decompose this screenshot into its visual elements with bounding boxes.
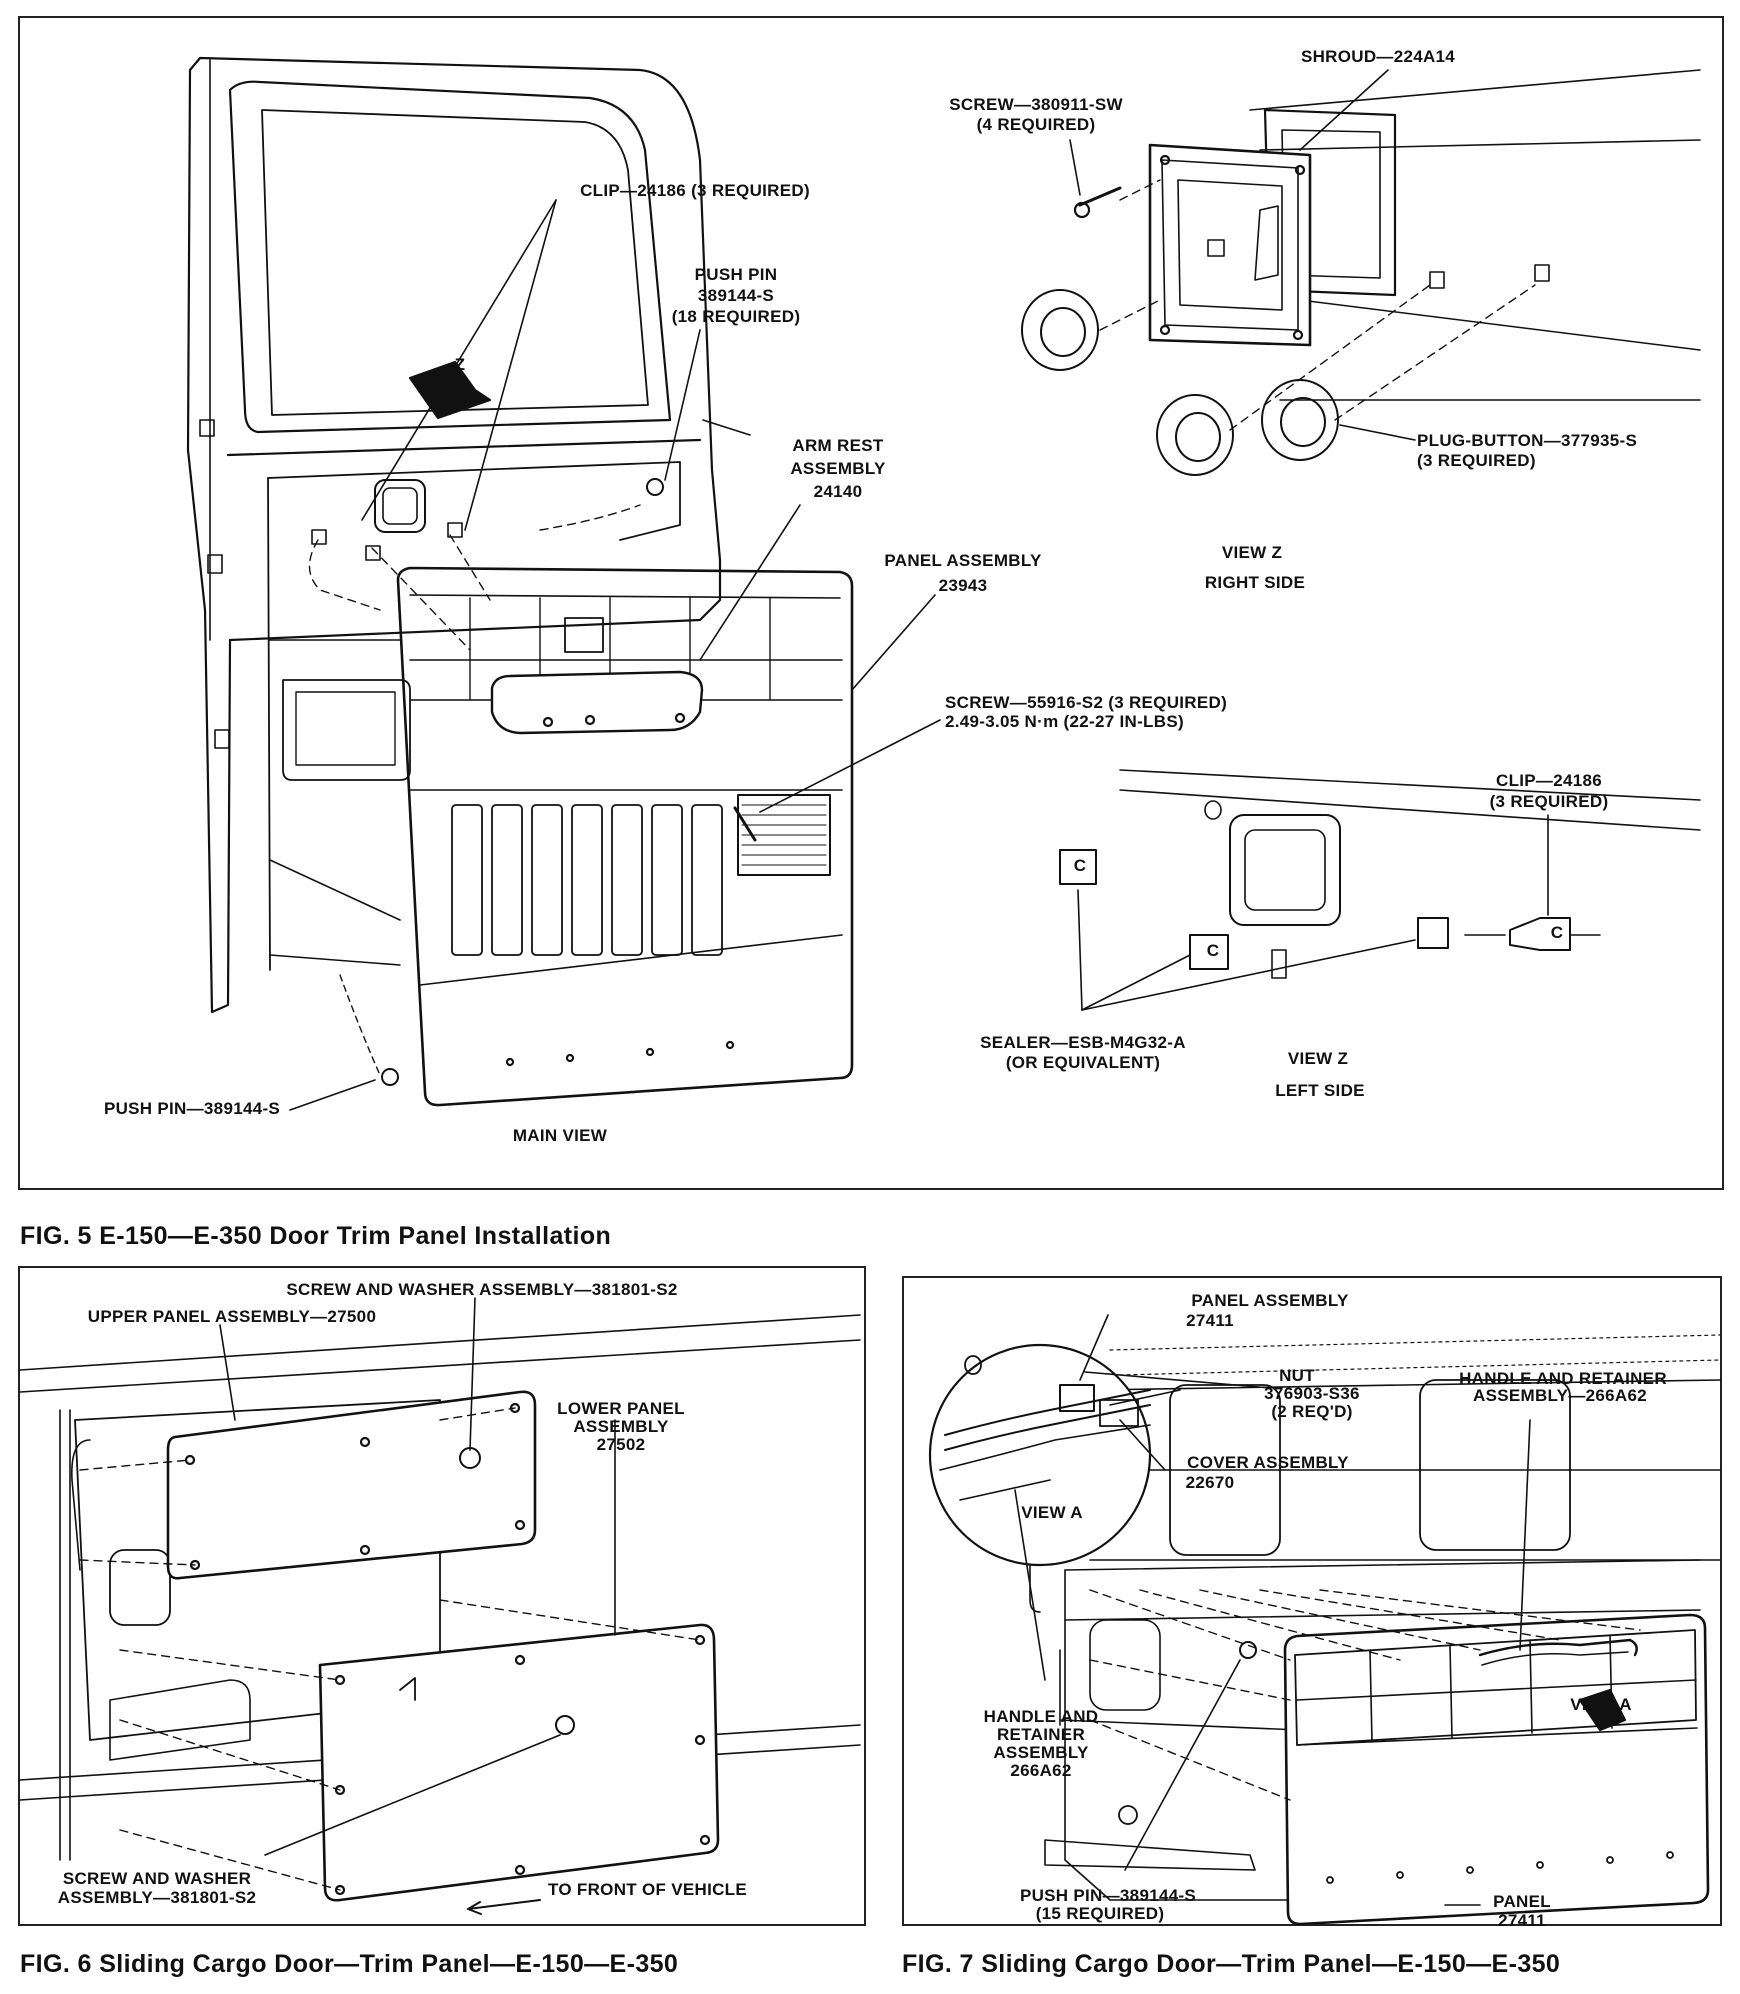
- screw-top-label: SCREW AND WASHER ASSEMBLY—381801-S2: [286, 1280, 678, 1299]
- view-z-arrow: [410, 362, 490, 418]
- clip-left-label-2: (3 REQUIRED): [1489, 792, 1609, 811]
- arm-rest: [492, 672, 702, 733]
- clip-left-label-1: CLIP—24186: [1496, 771, 1602, 790]
- upper-panel: [168, 1392, 535, 1578]
- screw-380911-label-2: (4 REQUIRED): [976, 115, 1096, 134]
- main-view-title: MAIN VIEW: [512, 1126, 608, 1145]
- to-front-arrow: [468, 1900, 540, 1914]
- push-pin-upper-label-2: 389144-S: [697, 286, 775, 305]
- screw-bottom-label-2: ASSEMBLY—381801-S2: [57, 1888, 257, 1907]
- handle-top-label-1: HANDLE AND RETAINER: [1459, 1369, 1667, 1388]
- clip-label: CLIP—24186 (3 REQUIRED): [580, 181, 810, 200]
- door-window-inner: [262, 110, 648, 415]
- cover-label-1: COVER ASSEMBLY: [1187, 1453, 1349, 1472]
- view-z-left-title-1: VIEW Z: [1287, 1049, 1349, 1068]
- door-shell: [188, 58, 720, 1012]
- lower-panel-label-1: LOWER PANEL: [557, 1399, 685, 1418]
- arm-rest-label-3: 24140: [813, 482, 863, 501]
- panel-ribs: [452, 805, 722, 955]
- view-a-detail-circle: [930, 1345, 1150, 1565]
- fig7-panel-assembly-label-1: PANEL ASSEMBLY: [1191, 1291, 1349, 1310]
- lower-panel-label-2: ASSEMBLY: [573, 1417, 669, 1436]
- view-z-arrow-label: Z: [454, 355, 466, 374]
- fig6-caption: FIG. 6 Sliding Cargo Door—Trim Panel—E-1…: [20, 1950, 679, 1978]
- clip-24186: [1510, 918, 1570, 950]
- door-small-opening: [375, 480, 425, 532]
- left-side-opening: [1230, 815, 1340, 925]
- lower-panel-label-3: 27502: [596, 1435, 646, 1454]
- panel-assembly-label-2: 23943: [938, 576, 988, 595]
- sealer-label-2: (OR EQUIVALENT): [1005, 1053, 1161, 1072]
- screw-label-2: 2.49-3.05 N·m (22-27 IN-LBS): [945, 712, 1184, 731]
- upper-panel-label: UPPER PANEL ASSEMBLY—27500: [87, 1307, 377, 1326]
- arm-rest-label-2: ASSEMBLY: [790, 459, 886, 478]
- plug-button-label-2: (3 REQUIRED): [1417, 451, 1536, 470]
- view-z-right-title-2: RIGHT SIDE: [1204, 573, 1306, 592]
- view-z-right-title-1: VIEW Z: [1221, 543, 1283, 562]
- fig7-panel-assembly-label-2: 27411: [1186, 1311, 1234, 1330]
- handle-left-label-4: 266A62: [1010, 1761, 1072, 1780]
- fig7-handle: [1480, 1640, 1637, 1655]
- view-a-arrow: [1580, 1690, 1625, 1730]
- plug-button-label-1: PLUG-BUTTON—377935-S: [1417, 431, 1638, 450]
- push-pin-lower-label: PUSH PIN—389144-S: [103, 1099, 281, 1118]
- handle-top-label-2: ASSEMBLY—266A62: [1473, 1386, 1647, 1405]
- fig7-panel-label-2: 27411: [1498, 1911, 1546, 1930]
- push-pin-upper-label-1: PUSH PIN: [694, 265, 778, 284]
- handle-left-label-1: HANDLE AND: [983, 1707, 1099, 1726]
- nut-label-1: NUT: [1279, 1366, 1315, 1385]
- fig5-frame: [18, 16, 1724, 1190]
- handle-left-label-3: ASSEMBLY: [993, 1743, 1089, 1762]
- clip-letter-1: C: [1073, 856, 1087, 875]
- nut-label-3: (2 REQ'D): [1271, 1402, 1353, 1421]
- push-pin-fig7-label-1: PUSH PIN—389144-S: [1019, 1886, 1197, 1905]
- panel-assembly-label-1: PANEL ASSEMBLY: [884, 551, 1042, 570]
- screw-bottom-label-1: SCREW AND WASHER: [62, 1869, 252, 1888]
- screw-label-1: SCREW—55916-S2 (3 REQUIRED): [945, 693, 1228, 712]
- cover-label-2: 22670: [1185, 1473, 1235, 1492]
- arm-rest-label-1: ARM REST: [792, 436, 884, 455]
- handle-left-label-2: RETAINER: [996, 1725, 1086, 1744]
- speaker-grille: [738, 795, 830, 875]
- clip-letter-2: C: [1206, 941, 1220, 960]
- view-z-left-title-2: LEFT SIDE: [1275, 1081, 1365, 1100]
- push-pin-upper-label-3: (18 REQUIRED): [671, 307, 801, 326]
- sealer-label-1: SEALER—ESB-M4G32-A: [980, 1033, 1186, 1052]
- push-pin-fig7-label-2: (15 REQUIRED): [1035, 1904, 1165, 1923]
- clip-letter-3: C: [1550, 923, 1564, 942]
- nut-label-2: 376903-S36: [1264, 1384, 1360, 1403]
- fig7-panel-label-1: PANEL: [1493, 1892, 1551, 1911]
- view-a-right-label: VIEW A: [1570, 1695, 1632, 1714]
- view-a-left-label: VIEW A: [1021, 1503, 1083, 1522]
- plug-buttons: [1022, 290, 1338, 475]
- lower-panel: [320, 1625, 718, 1900]
- shroud-label: SHROUD—224A14: [1300, 47, 1456, 66]
- screw-380911-label-1: SCREW—380911-SW: [949, 95, 1123, 114]
- fig7-caption: FIG. 7 Sliding Cargo Door—Trim Panel—E-1…: [902, 1950, 1561, 1978]
- trim-panel-assembly: [398, 568, 852, 1105]
- to-front-label: TO FRONT OF VEHICLE: [548, 1880, 748, 1899]
- fig5-caption: FIG. 5 E-150—E-350 Door Trim Panel Insta…: [20, 1222, 612, 1250]
- door-window-frame: [230, 82, 670, 432]
